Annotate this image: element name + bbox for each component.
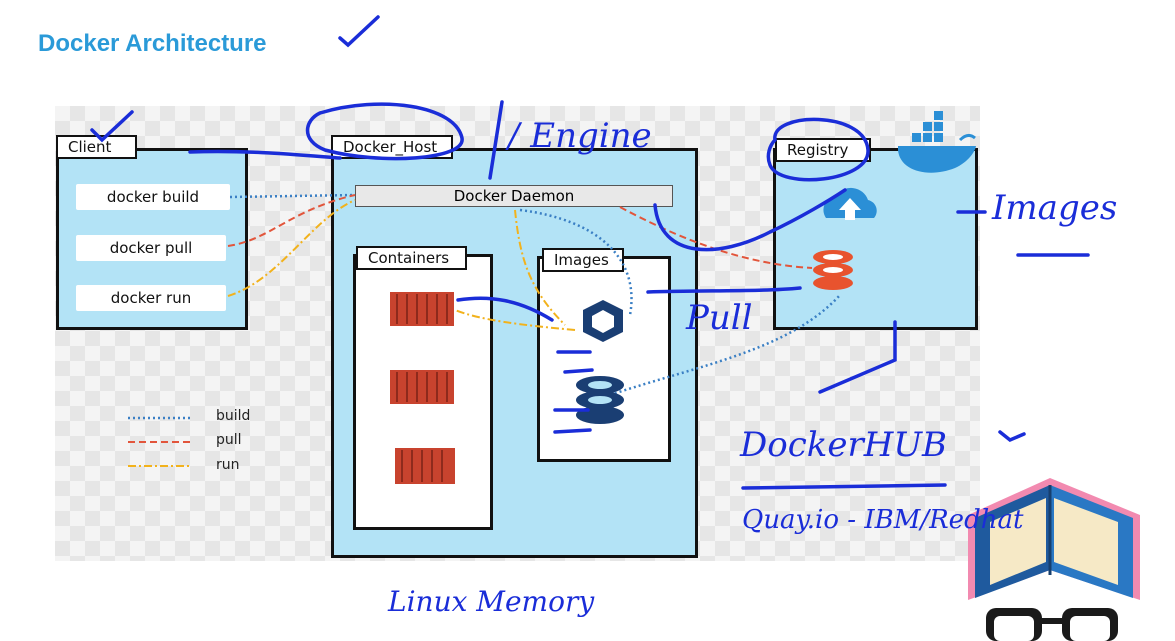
registry-label: Registry [775, 138, 871, 162]
legend-pull-label: pull [216, 432, 242, 448]
ink-dockerhub-check [998, 430, 1026, 443]
docker-whale-icon [898, 111, 976, 173]
container-icon [390, 370, 454, 404]
ink-image-mark-2 [563, 368, 594, 374]
dockerhub-annotation: DockerHUB [740, 425, 948, 465]
docker-host-label: Docker_Host [331, 135, 453, 159]
ink-image-to-container-arrow [456, 296, 554, 322]
ink-registry-circle [766, 117, 870, 182]
images-label: Images [542, 248, 624, 272]
build-connector [229, 193, 356, 199]
container-icon [390, 292, 454, 326]
page-title: Docker Architecture [38, 30, 267, 57]
run-connector [227, 199, 356, 297]
linux-memory-annotation: Linux Memory [388, 585, 595, 618]
legend-build-label: build [216, 408, 251, 424]
ink-client-check [90, 110, 134, 143]
containers-label: Containers [356, 246, 467, 270]
engine-annotation: / Engine [508, 116, 652, 156]
daemon-to-registry-pull [619, 206, 813, 269]
pull-connector [227, 194, 356, 247]
daemon-to-image-build [519, 208, 633, 316]
docker-pull-command: docker pull [76, 235, 226, 261]
ink-annotations [90, 15, 1090, 490]
ink-engine-divider [488, 100, 504, 180]
image-layers-icon [576, 376, 624, 424]
docker-build-command: docker build [76, 184, 230, 210]
ink-dockerhub-underline [741, 483, 947, 490]
book-glasses-logo [968, 478, 1140, 641]
image-hexagon-icon [583, 300, 623, 342]
quay-annotation: Quay.io - IBM/Redhat [742, 505, 1024, 535]
ink-image-mark-4 [553, 428, 592, 434]
registry-layers-icon [813, 250, 853, 290]
images-annotation: Images [992, 188, 1118, 228]
ink-pull-arrow [646, 286, 802, 294]
image-to-container-run [454, 309, 576, 331]
ink-title-check [338, 15, 380, 48]
pull-annotation: Pull [686, 298, 753, 338]
daemon-to-image-run [514, 209, 566, 326]
docker-run-command: docker run [76, 285, 226, 311]
image-to-registry-push [609, 294, 841, 397]
cloud-upload-icon [823, 187, 877, 220]
legend-run-label: run [216, 457, 240, 473]
ink-host-circle [305, 102, 464, 161]
ink-dockerhub-arrow [818, 320, 897, 394]
ink-client-to-host-arrow [188, 149, 342, 160]
ink-registry-arrow [653, 188, 847, 252]
docker-daemon: Docker Daemon [355, 185, 673, 207]
container-icon [395, 448, 455, 484]
